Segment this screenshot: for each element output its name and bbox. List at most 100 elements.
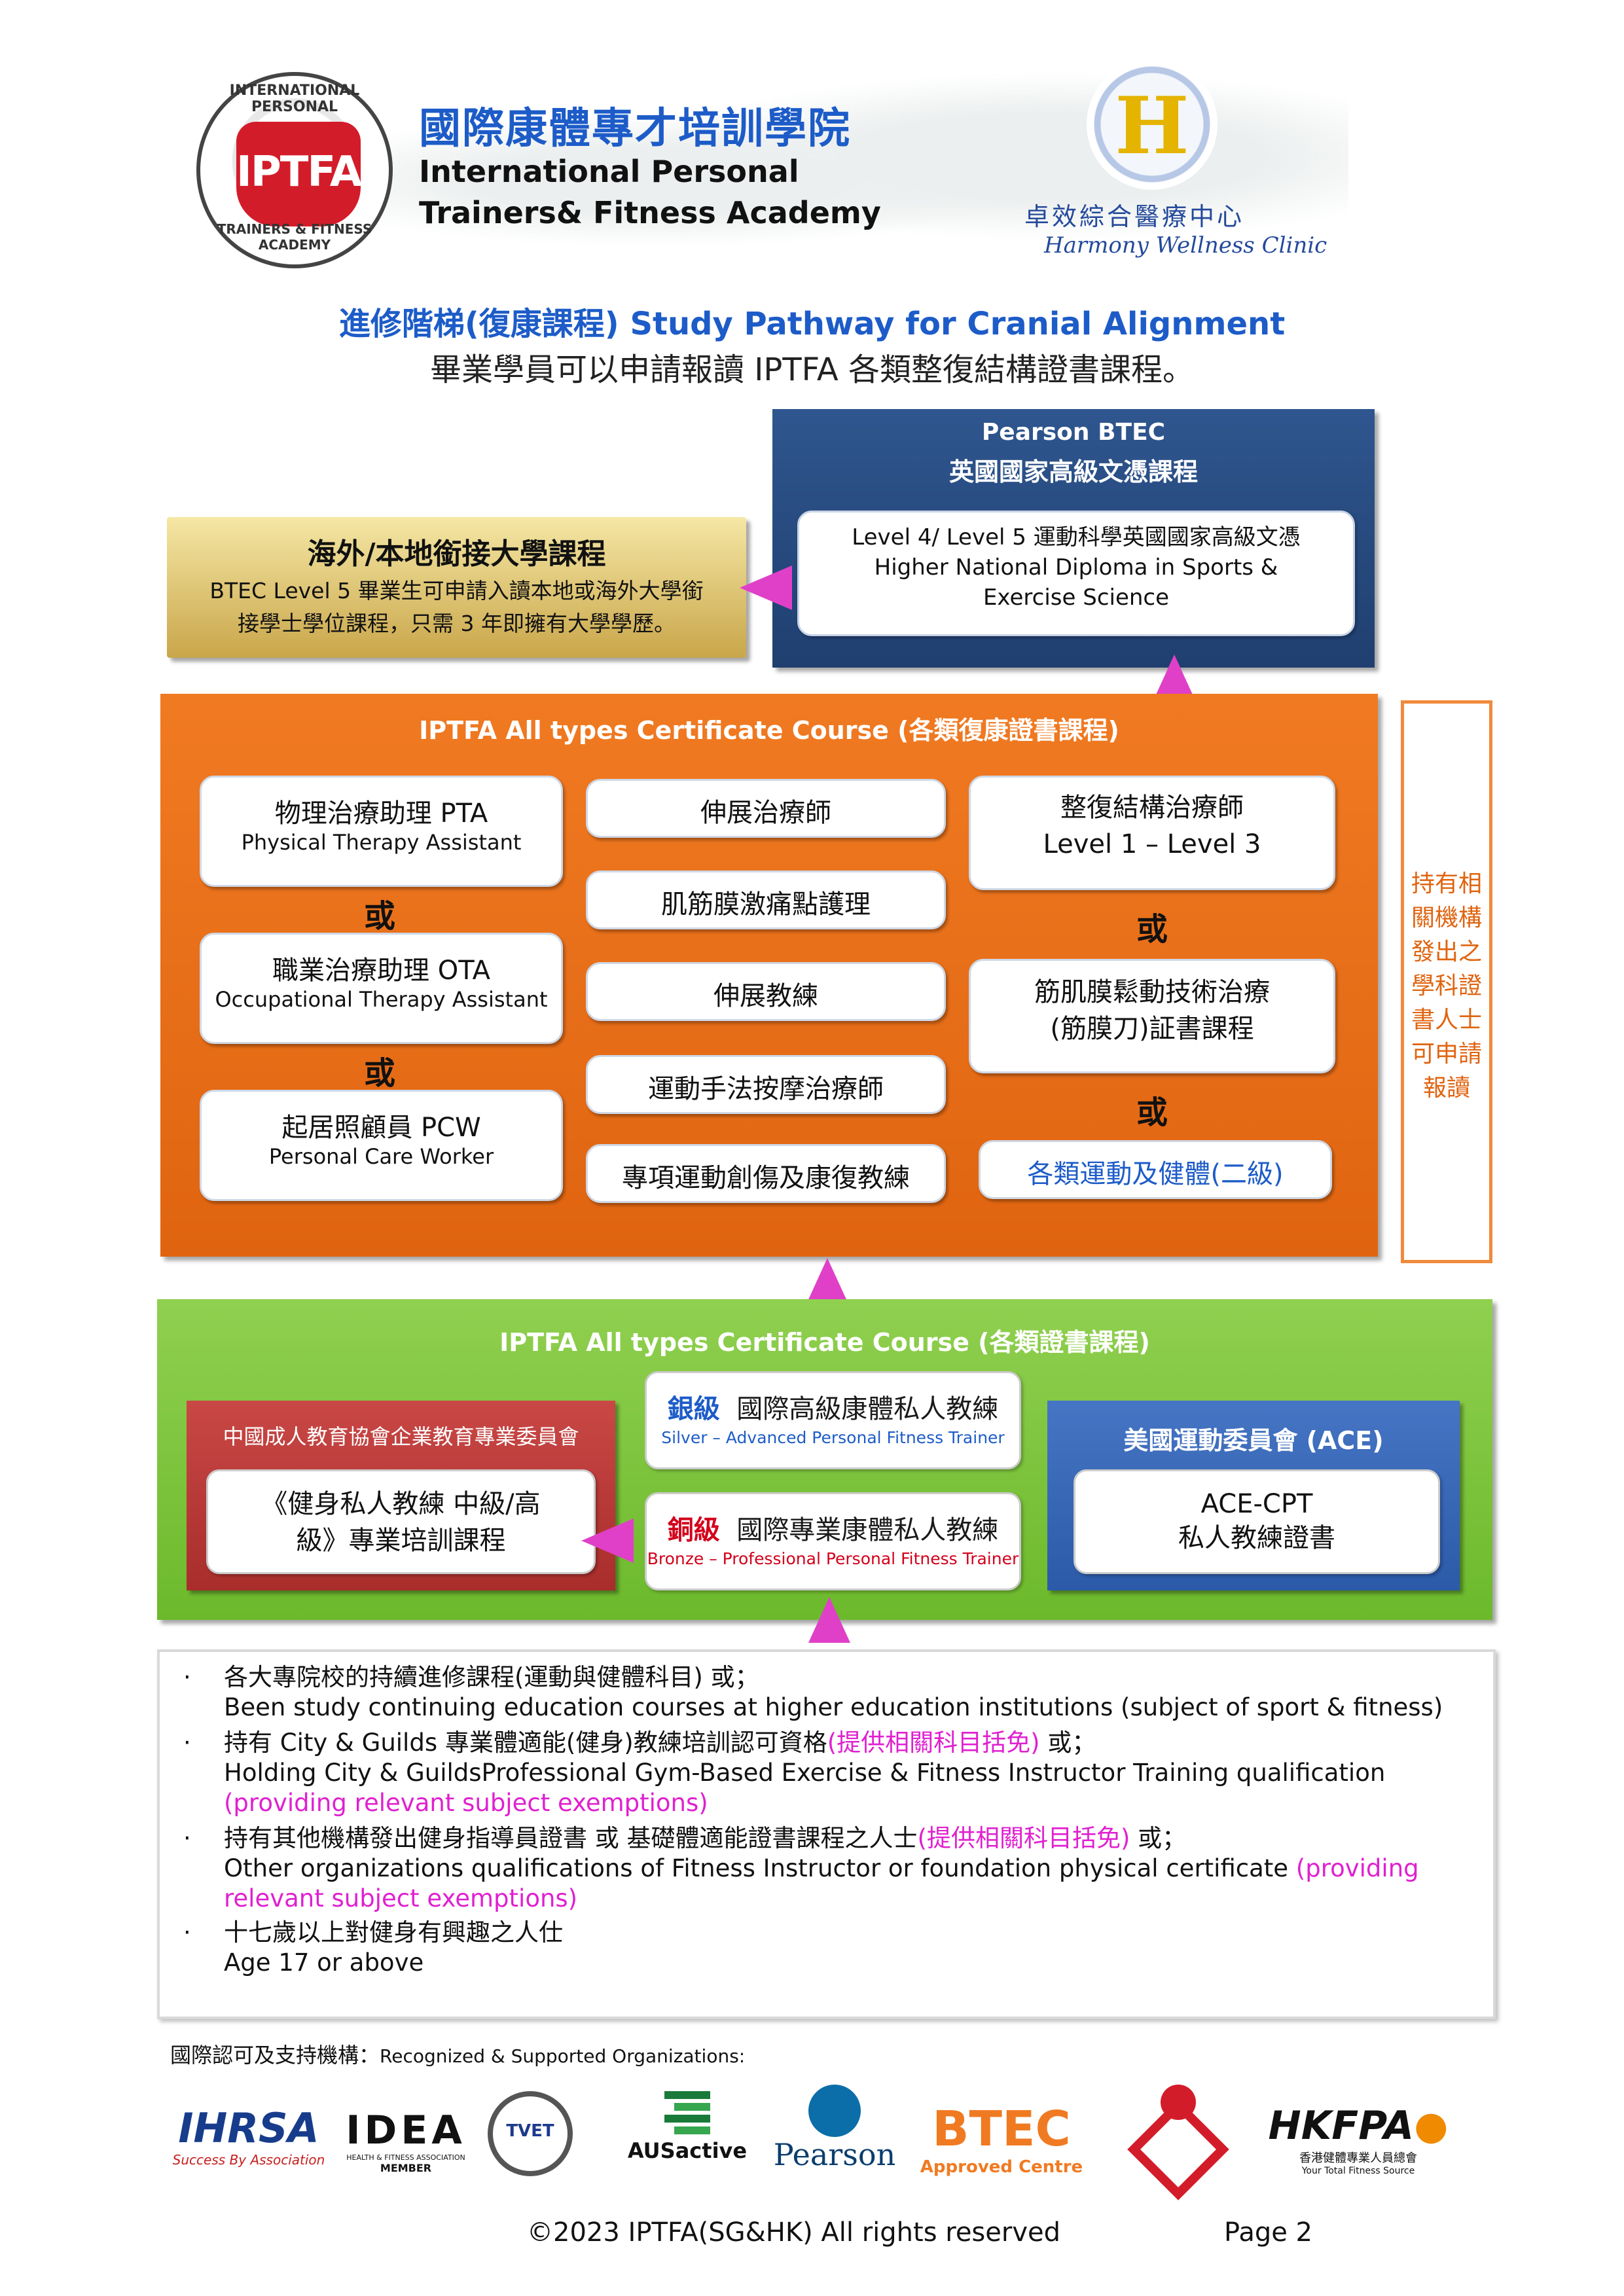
- ace-line1: ACE-CPT: [1200, 1489, 1313, 1519]
- exemption-note-en: (providing relevant subject exemptions): [224, 1789, 708, 1817]
- pathway-title: 進修階梯(復康課程) Study Pathway for Cranial Ali…: [338, 306, 1286, 342]
- course-sports-injury-label: 專項運動創傷及康復教練: [622, 1163, 910, 1193]
- ausactive-wordmark: AUSactive: [627, 2138, 748, 2163]
- hkfpa-text: HKFPA: [1268, 2103, 1415, 2149]
- tvet-wordmark: TVET: [506, 2121, 554, 2141]
- tvet-logo: TVET: [475, 2085, 586, 2196]
- silver-tag: 銀級: [667, 1394, 720, 1424]
- idea-logo: IDEA HEALTH & FITNESS ASSOCIATION MEMBER: [340, 2085, 471, 2196]
- btec-wordmark: BTEC: [932, 2101, 1071, 2157]
- ihrsa-tagline: Success By Association: [172, 2152, 325, 2168]
- pearson-logo: Pearson: [769, 2085, 900, 2196]
- course-pcw-zh: 起居照顧員 PCW: [281, 1113, 481, 1143]
- requirement-zh: 持有其他機構發出健身指導員證書 或 基礎體適能證書課程之人士(提供相關科目括免)…: [224, 1823, 1481, 1854]
- requirement-en: Been study continuing education courses …: [224, 1693, 1443, 1721]
- btec-logo: BTEC Approved Centre: [913, 2085, 1090, 2196]
- requirement-en-text: Other organizations qualifications of Fi…: [224, 1854, 1296, 1882]
- bronze-tag: 銅級: [667, 1515, 720, 1545]
- entry-requirements-panel: [157, 1649, 1496, 2019]
- course-card-fascia: 筋肌膜鬆動技術治療 (筋膜刀)証書課程: [969, 959, 1335, 1073]
- course-card-ota: 職業治療助理 OTA Occupational Therapy Assistan…: [200, 933, 563, 1044]
- ace-heading: 美國運動委員會 (ACE): [1123, 1426, 1384, 1455]
- course-card-sports-injury: 專項運動創傷及康復教練: [586, 1144, 946, 1203]
- eligibility-note-box: 持有相 關機構 發出之 學科證 書人士 可申請 報讀: [1401, 700, 1492, 1263]
- hkfpa-tagline-en: Your Total Fitness Source: [1301, 2166, 1415, 2176]
- copyright: ©2023 IPTFA(SG&HK) All rights reserved: [527, 2217, 1060, 2248]
- university-text: BTEC Level 5 畢業生可申請入讀本地或海外大學銜 接學士學位課程，只需…: [167, 575, 746, 640]
- note-line: 可申請: [1411, 1041, 1482, 1067]
- btec-line2: Higher National Diploma in Sports &: [874, 554, 1278, 581]
- ihrsa-wordmark: IHRSA: [178, 2104, 319, 2152]
- requirement-en: Age 17 or above: [224, 1948, 424, 1977]
- cert-course-title: IPTFA All types Certificate Course (各類證書…: [499, 1328, 1150, 1357]
- course-stretch-therapist-label: 伸展治療師: [700, 798, 831, 828]
- idea-wordmark: IDEA: [346, 2108, 466, 2153]
- requirement-item: · 各大專院校的持續進修課程(運動與健體科目) 或； Been study co…: [183, 1662, 1481, 1723]
- note-line: 關機構: [1411, 905, 1482, 931]
- note-line: 學科證: [1411, 973, 1482, 999]
- diamond-icon: [1127, 2098, 1229, 2200]
- bronze-level-card: 銅級 國際專業康體私人教練 Bronze – Professional Pers…: [645, 1492, 1021, 1590]
- requirement-item: · 持有 City & Guilds 專業體適能(健身)教練培訓認可資格(提供相…: [183, 1728, 1481, 1818]
- hkfpa-tagline: 香港健體專業人員總會: [1299, 2151, 1417, 2165]
- course-stretch-coach-label: 伸展教練: [713, 981, 818, 1011]
- ace-course-card: ACE-CPT 私人教練證書: [1074, 1469, 1440, 1574]
- or-label: 或: [1136, 911, 1168, 948]
- iptfa-logo: INTERNATIONAL PERSONAL IPTFA TRAINERS & …: [196, 72, 393, 268]
- requirement-zh-text: 持有 City & Guilds 專業體適能(健身)教練培訓認可資格: [224, 1729, 827, 1757]
- course-card-structural: 整復結構治療師 Level 1 – Level 3: [969, 776, 1335, 890]
- course-card-pcw: 起居照顧員 PCW Personal Care Worker: [200, 1090, 563, 1201]
- university-line2: 接學士學位課程，只需 3 年即擁有大學學歷。: [238, 611, 676, 636]
- bullet: ·: [183, 1729, 191, 1757]
- university-panel: [167, 517, 746, 658]
- china-course-card: 《健身私人教練 中級/高 級》專業培訓課程: [206, 1469, 596, 1574]
- hkfpa-wordmark: HKFPA●: [1268, 2103, 1449, 2149]
- note-line: 持有相: [1411, 870, 1482, 897]
- silver-zh: 國際高級康體私人教練: [736, 1394, 999, 1424]
- china-course-line1: 《健身私人教練 中級/高: [261, 1489, 541, 1519]
- course-fascia-line2: (筋膜刀)証書課程: [1050, 1014, 1254, 1044]
- idea-member: MEMBER: [380, 2162, 432, 2174]
- organizations-label-en: Recognized & Supported Organizations:: [380, 2045, 746, 2067]
- course-pta-zh: 物理治療助理 PTA: [274, 798, 488, 829]
- note-line: 報讀: [1422, 1075, 1470, 1102]
- or-label: 或: [363, 1055, 395, 1092]
- or-label: 或: [363, 898, 395, 935]
- course-card-sports-massage: 運動手法按摩治療師: [586, 1055, 946, 1114]
- academy-title-en-line1: International Personal: [419, 154, 799, 189]
- course-ota-en: Occupational Therapy Assistant: [215, 987, 548, 1012]
- ihrsa-logo: IHRSA Success By Association: [167, 2085, 331, 2196]
- arrow-up-icon: [808, 1597, 850, 1643]
- logo-ring-top-text: INTERNATIONAL PERSONAL: [229, 82, 360, 115]
- clinic-name-en: Harmony Wellness Clinic: [1044, 232, 1327, 259]
- btec-heading-zh: 英國國家高級文憑課程: [948, 457, 1198, 486]
- requirement-zh-text: 持有其他機構發出健身指導員證書 或 基礎體適能證書課程之人士: [224, 1824, 918, 1852]
- course-card-stretch-coach: 伸展教練: [586, 962, 946, 1021]
- clinic-name-zh: 卓效綜合醫療中心: [1024, 202, 1245, 231]
- red-emblem-logo: [1113, 2085, 1244, 2200]
- course-sports-massage-label: 運動手法按摩治療師: [648, 1074, 884, 1104]
- requirement-item: · 十七歲以上對健身有興趣之人仕 Age 17 or above: [183, 1918, 1481, 1978]
- pathway-subtitle: 畢業學員可以申請報讀 IPTFA 各類整復結構證書課程。: [430, 351, 1194, 388]
- arrow-left-icon: [581, 1518, 634, 1563]
- course-card-trigger-point: 肌筋膜激痛點護理: [586, 870, 946, 929]
- red-circle-icon: [1161, 2085, 1196, 2120]
- eligibility-note: 持有相 關機構 發出之 學科證 書人士 可申請 報讀: [1404, 867, 1489, 1105]
- china-course-line2: 級》專業培訓課程: [296, 1526, 506, 1556]
- pearson-circle-icon: [808, 2085, 861, 2137]
- requirement-item: · 持有其他機構發出健身指導員證書 或 基礎體適能證書課程之人士(提供相關科目括…: [183, 1823, 1481, 1914]
- rehab-course-title: IPTFA All types Certificate Course (各類復康…: [419, 716, 1119, 745]
- course-card-sports-fitness: 各類運動及健體(二級): [979, 1140, 1332, 1199]
- btec-tagline: Approved Centre: [920, 2157, 1083, 2177]
- exemption-note-en: (providing relevant subject exemptions): [224, 1854, 1419, 1912]
- silver-en: Silver – Advanced Personal Fitness Train…: [661, 1428, 1005, 1447]
- organizations-label-zh: 國際認可及支持機構：: [170, 2043, 380, 2068]
- hkfpa-logo: HKFPA● 香港健體專業人員總會 Your Total Fitness Sou…: [1250, 2085, 1466, 2196]
- pearson-wordmark: Pearson: [773, 2137, 896, 2172]
- btec-line3: Exercise Science: [983, 584, 1170, 611]
- idea-tagline: HEALTH & FITNESS ASSOCIATION: [346, 2153, 465, 2162]
- silver-level-card: 銀級 國際高級康體私人教練 Silver – Advanced Personal…: [645, 1371, 1021, 1469]
- china-association-heading: 中國成人教育協會企業教育專業委員會: [223, 1424, 579, 1449]
- exemption-note: (提供相關科目括免): [917, 1824, 1130, 1852]
- course-trigger-point-label: 肌筋膜激痛點護理: [661, 889, 871, 920]
